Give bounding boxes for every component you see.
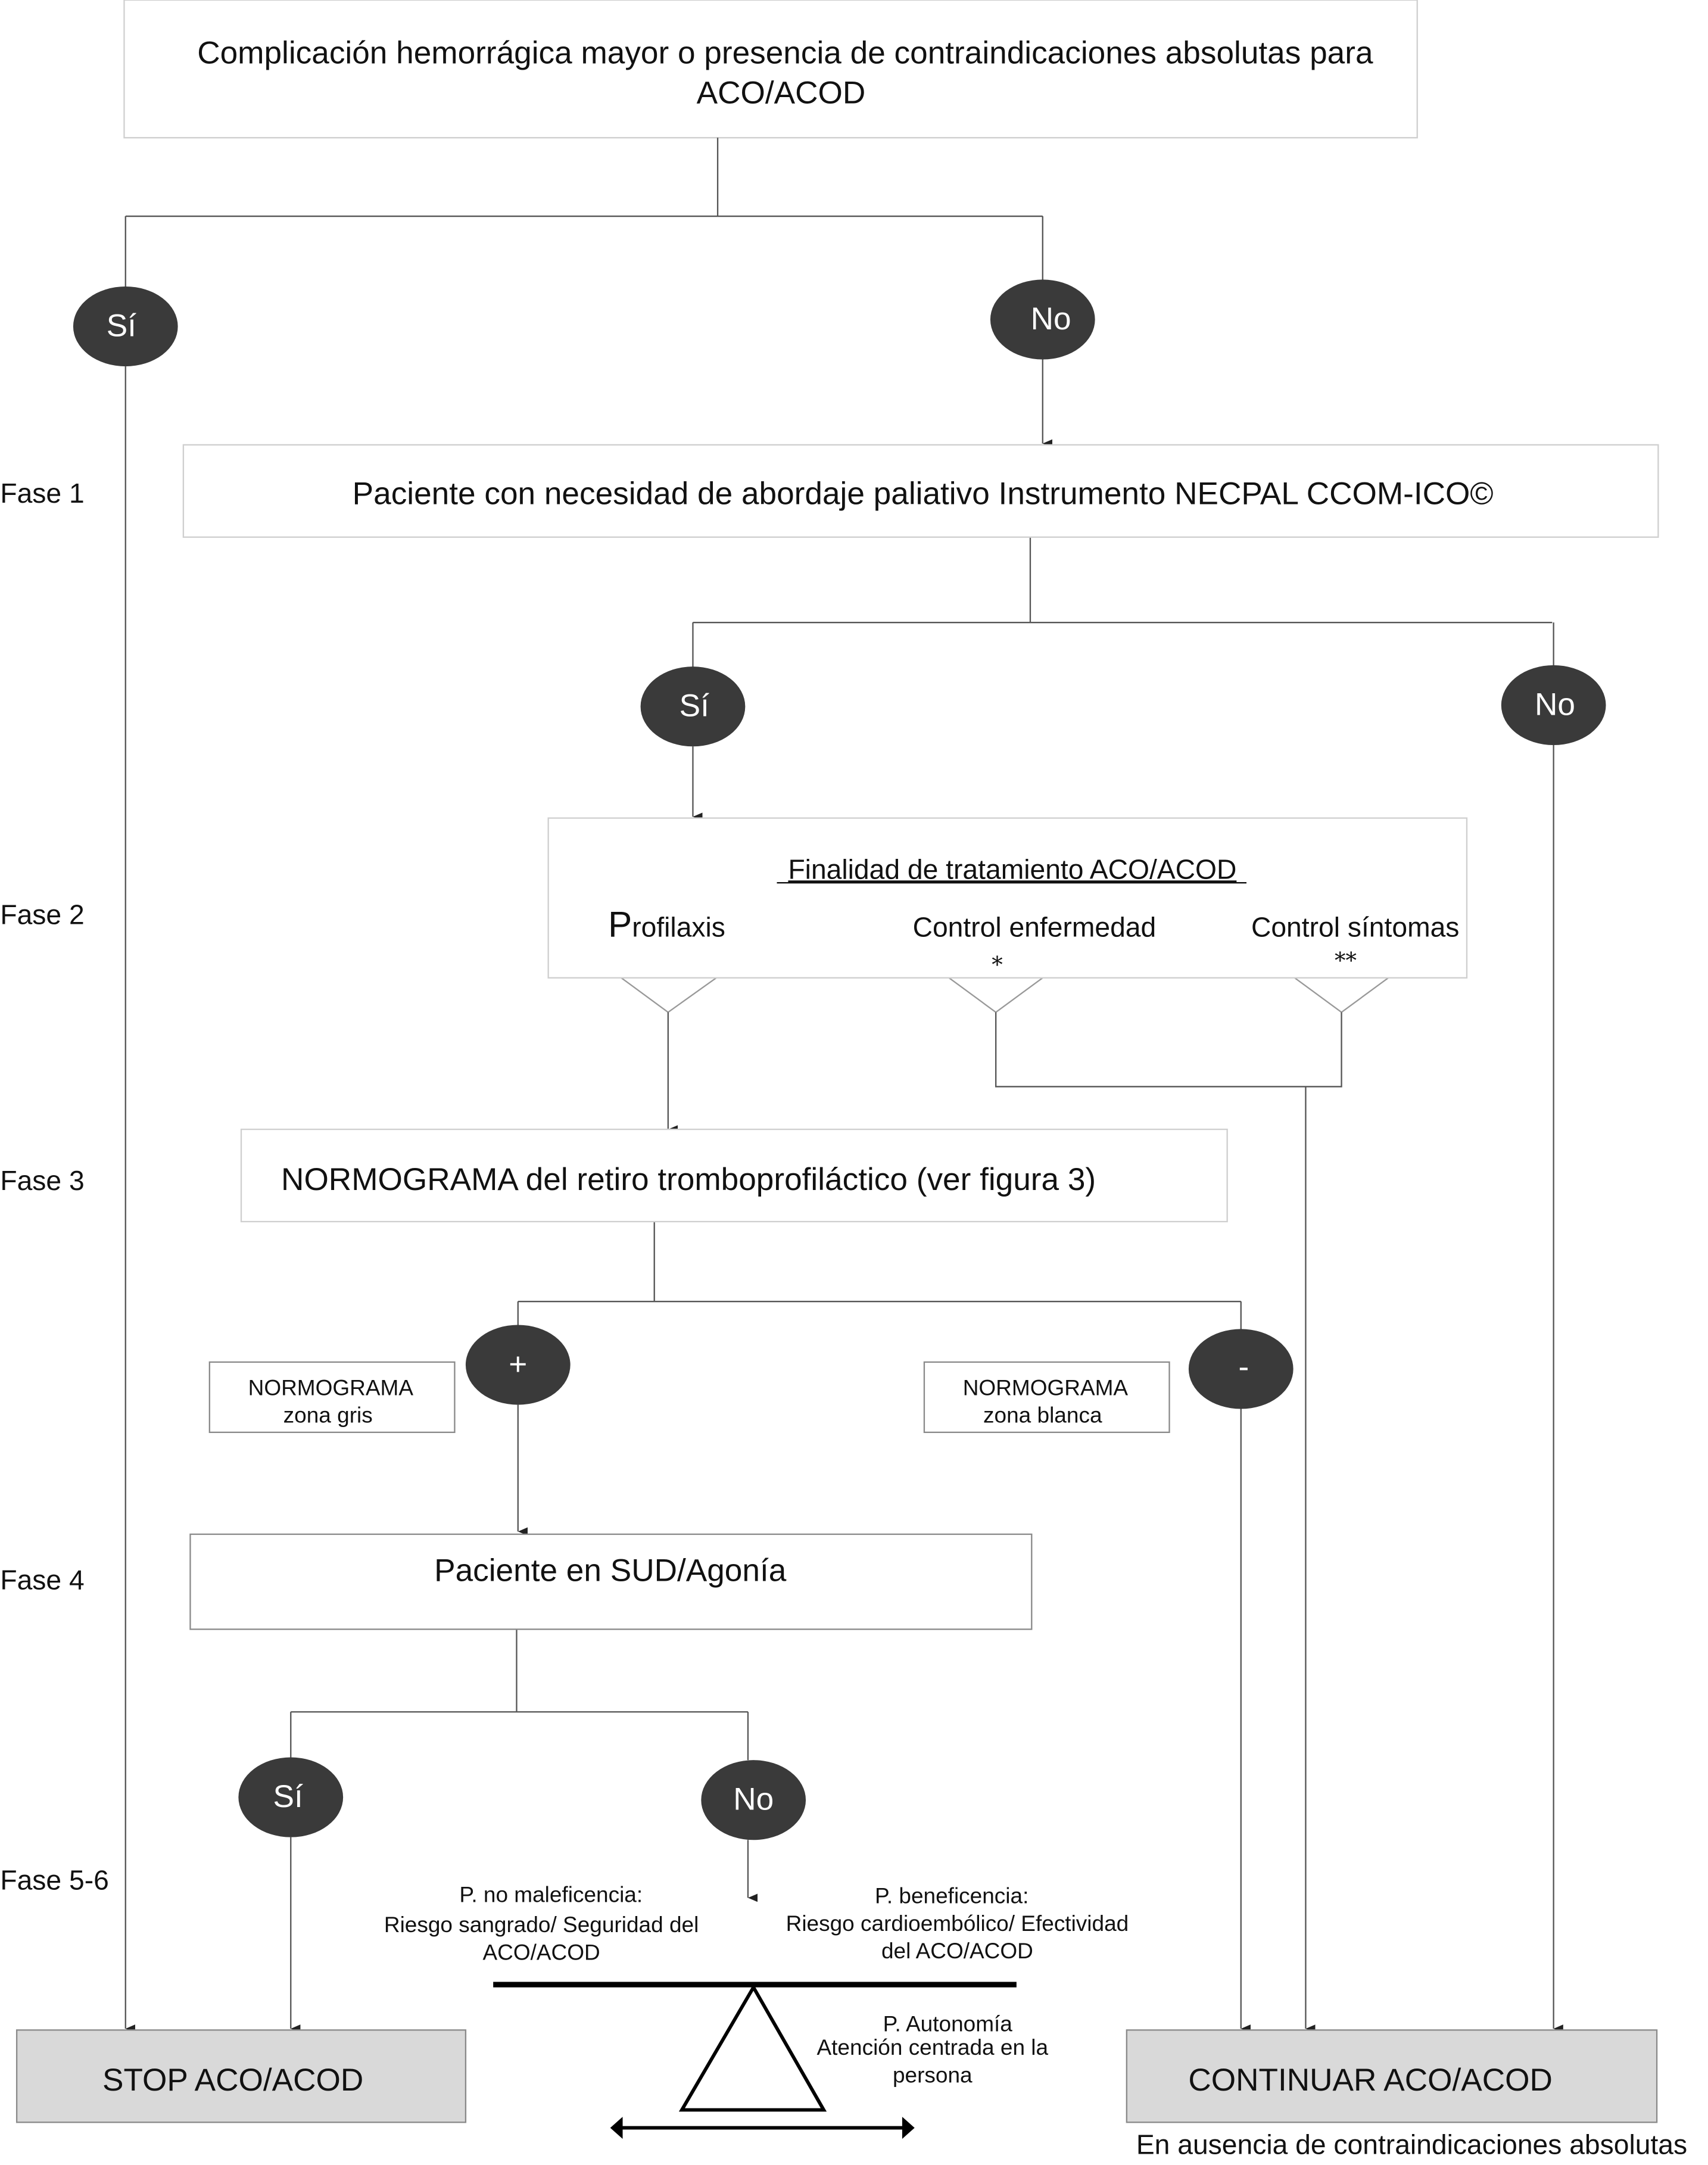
balance-left-text: P. no maleficencia: Riesgo sangrado/ Seg…: [384, 1882, 699, 1964]
svg-text:ACO/ACOD: ACO/ACOD: [482, 1940, 600, 1964]
decision-yes-1: Sí: [73, 286, 178, 367]
svg-text:+: +: [509, 1347, 527, 1382]
svg-text:*: *: [992, 952, 1003, 978]
treatment-purpose-title: Finalidad de tratamiento ACO/ACOD: [788, 853, 1236, 884]
balance-fulcrum-triangle: [678, 1983, 827, 2112]
phase3-box: NORMOGRAMA del retiro tromboprofiláctico…: [240, 1128, 1228, 1223]
phase-2-label: Fase 2: [0, 899, 84, 930]
option-symptom-control: Control síntomas: [1251, 911, 1459, 942]
normogram-gray-box: NORMOGRAMA zona gris: [208, 1361, 456, 1433]
svg-text:P. beneficencia:: P. beneficencia:: [875, 1884, 1028, 1908]
svg-text:zona gris: zona gris: [283, 1403, 373, 1428]
option-disease-control: Control enfermedad: [913, 911, 1157, 942]
svg-text:No: No: [1031, 301, 1071, 337]
continue-note: En ausencia de contraindicaciones absolu…: [1136, 2129, 1687, 2160]
top-question-line2: ACO/ACOD: [697, 75, 866, 110]
continue-box: CONTINUAR ACO/ACOD: [1126, 2029, 1658, 2123]
top-question-box: Complicación hemorrágica mayor o presenc…: [123, 0, 1418, 139]
svg-text:CONTINUAR ACO/ACOD: CONTINUAR ACO/ACOD: [1188, 2063, 1553, 2098]
phase-5-6-label: Fase 5-6: [0, 1865, 108, 1896]
svg-text:No: No: [733, 1782, 774, 1817]
svg-text:zona blanca: zona blanca: [983, 1403, 1102, 1428]
phase1-box: Paciente con necesidad de abordaje palia…: [182, 444, 1659, 538]
decision-no-3: No: [701, 1760, 806, 1840]
svg-text:Sí: Sí: [273, 1779, 303, 1814]
fulcrum-text: P. Autonomía Atención centrada en la per…: [816, 2012, 1048, 2088]
phase4-box: Paciente en SUD/Agonía: [189, 1533, 1033, 1630]
svg-text:NORMOGRAMA del retiro trombopr: NORMOGRAMA del retiro tromboprofiláctico…: [281, 1162, 1096, 1197]
double-arrow-icon: [610, 2117, 915, 2139]
svg-text:-: -: [1239, 1350, 1249, 1385]
connectors: [124, 138, 1563, 2033]
svg-text:NORMOGRAMA: NORMOGRAMA: [963, 1375, 1129, 1400]
svg-text:Sí: Sí: [680, 689, 709, 724]
decision-no-2: No: [1501, 665, 1606, 745]
phase2-box: Finalidad de tratamiento ACO/ACOD Profil…: [547, 817, 1468, 979]
svg-text:Paciente en SUD/Agonía: Paciente en SUD/Agonía: [434, 1553, 787, 1588]
svg-text:P. no maleficencia:: P. no maleficencia:: [459, 1882, 643, 1907]
svg-text:STOP ACO/ACOD: STOP ACO/ACOD: [102, 2063, 363, 2098]
normogram-white-box: NORMOGRAMA zona blanca: [923, 1361, 1170, 1433]
svg-text:NORMOGRAMA: NORMOGRAMA: [248, 1375, 414, 1400]
phase-1-label: Fase 1: [0, 478, 84, 509]
svg-text:Paciente con necesidad de abor: Paciente con necesidad de abordaje palia…: [353, 476, 1494, 511]
phase-4-label: Fase 4: [0, 1564, 84, 1595]
svg-text:Atención centrada en la: Atención centrada en la: [816, 2035, 1048, 2060]
svg-text:Riesgo cardioembólico/ Efectiv: Riesgo cardioembólico/ Efectividad: [786, 1911, 1129, 1936]
svg-text:persona: persona: [893, 2063, 973, 2087]
top-question-line1: Complicación hemorrágica mayor o presenc…: [197, 35, 1373, 70]
balance-right-text: P. beneficencia: Riesgo cardioembólico/ …: [786, 1884, 1129, 1963]
decision-yes-3: Sí: [238, 1757, 344, 1837]
stop-box: STOP ACO/ACOD: [15, 2029, 467, 2123]
decision-minus: -: [1188, 1329, 1294, 1409]
decision-yes-2: Sí: [640, 666, 746, 747]
svg-text:P. Autonomía: P. Autonomía: [883, 2012, 1013, 2036]
svg-text:Sí: Sí: [107, 308, 136, 343]
decision-plus: +: [465, 1325, 571, 1405]
svg-text:**: **: [1335, 948, 1357, 974]
phase-3-label: Fase 3: [0, 1165, 84, 1196]
svg-text:No: No: [1535, 687, 1575, 722]
svg-text:del ACO/ACOD: del ACO/ACOD: [881, 1939, 1033, 1963]
svg-text:Riesgo sangrado/ Seguridad del: Riesgo sangrado/ Seguridad del: [384, 1912, 699, 1937]
option-prophylaxis: Profilaxis: [608, 904, 725, 944]
decision-no-1: No: [990, 279, 1095, 360]
